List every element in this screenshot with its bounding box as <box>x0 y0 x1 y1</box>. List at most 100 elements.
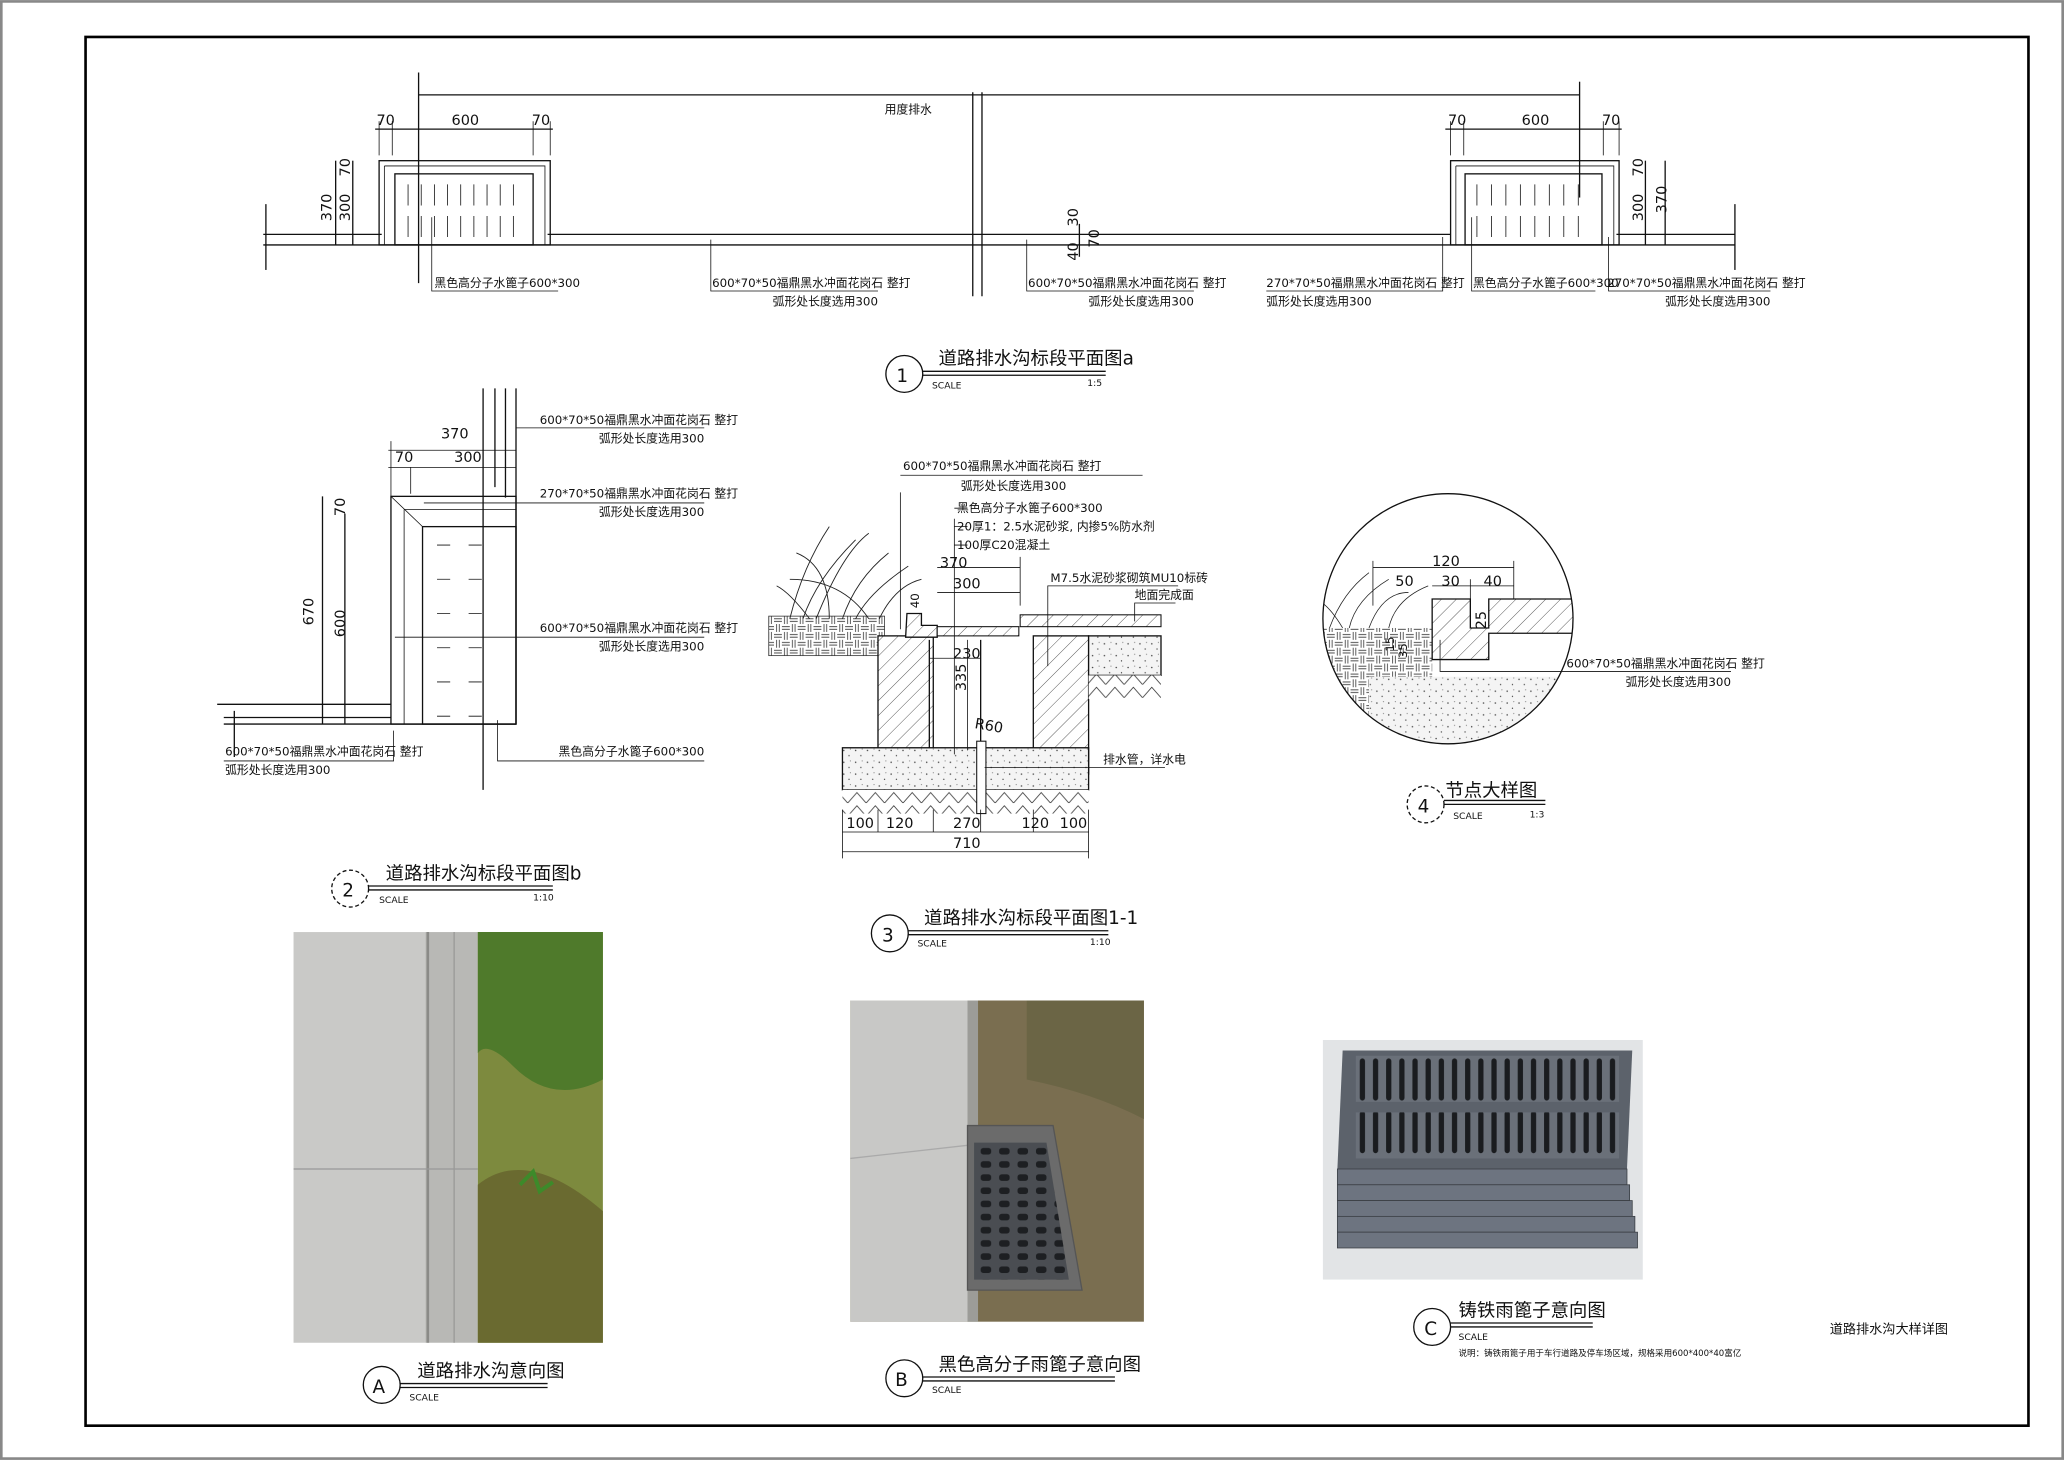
label: 600*70*50福鼎黑水冲面花岗石 整打 <box>1566 656 1765 670</box>
photo-c-cast-iron-grate <box>1322 1039 1643 1280</box>
dim: 70 <box>1602 113 1620 129</box>
dim: 50 <box>1395 574 1413 590</box>
label: 黑色高分子水篦子600*300 <box>957 501 1103 515</box>
label: 弧形处长度选用300 <box>1626 675 1731 689</box>
dim: 100 <box>846 816 874 832</box>
grate-slots-left <box>407 184 514 238</box>
dim: 70 <box>1631 158 1647 176</box>
dim: 600 <box>333 610 349 638</box>
label: 270*70*50福鼎黑水冲面花岗石 整打 <box>1607 276 1806 290</box>
dim: 370 <box>1654 186 1670 214</box>
dim: 120 <box>886 816 914 832</box>
dim: 70 <box>1448 113 1466 129</box>
label: 270*70*50福鼎黑水冲面花岗石 整打 <box>1266 276 1465 290</box>
scale-label: SCALE <box>1458 1332 1488 1343</box>
dim: 70 <box>376 113 394 129</box>
label: 600*70*50福鼎黑水冲面花岗石 整打 <box>225 745 424 759</box>
label: 排水管，详水电 <box>1103 753 1186 767</box>
label: 黑色高分子水篦子600*300 <box>434 276 580 290</box>
dim: 70 <box>395 450 413 466</box>
photo-title: 黑色高分子雨篦子意向图 <box>939 1354 1141 1375</box>
scale-label: SCALE <box>932 1385 962 1396</box>
sheet-title: 道路排水沟大样详图 <box>1830 1322 1948 1338</box>
drawing-number: 1 <box>896 366 908 387</box>
label: 100厚C20混凝土 <box>957 538 1050 552</box>
dim: 300 <box>1631 194 1647 222</box>
photo-letter: C <box>1424 1319 1437 1340</box>
scale-value: 1:5 <box>1087 378 1102 389</box>
dim: 230 <box>953 646 981 662</box>
dim: 70 <box>1087 229 1103 247</box>
scale-label: SCALE <box>379 895 409 906</box>
dim: 710 <box>953 836 981 852</box>
grate-slots <box>437 544 482 717</box>
drawing-number: 4 <box>1418 796 1430 817</box>
scale-value: 1:10 <box>1090 937 1111 948</box>
dim: 120 <box>1432 554 1460 570</box>
photo-b-polymer-grate <box>850 1000 1144 1322</box>
dim: 670 <box>301 598 317 626</box>
dim: 600 <box>1522 113 1550 129</box>
grass-icon <box>776 526 922 620</box>
label: 600*70*50福鼎黑水冲面花岗石 整打 <box>540 413 739 427</box>
dim: 600 <box>452 113 480 129</box>
photo-letter: A <box>373 1377 386 1398</box>
scale-label: SCALE <box>1453 811 1483 822</box>
label: 弧形处长度选用300 <box>599 639 704 653</box>
drawing-4-detail: 120 50 30 40 25 15 35 600*70*50福鼎黑水冲面花岗石… <box>1322 493 1765 824</box>
sheet-border <box>84 35 2030 1427</box>
drawing-number-circle <box>885 354 924 394</box>
dim: 15 <box>1383 637 1397 652</box>
drawing-3-section: 600*70*50福鼎黑水冲面花岗石 整打 弧形处长度选用300 黑色高分子水篦… <box>768 459 1208 953</box>
label: 弧形处长度选用300 <box>225 763 330 777</box>
dim: 300 <box>953 576 981 592</box>
dim: 30 <box>1066 208 1082 226</box>
dim: 40 <box>1066 242 1082 260</box>
scale-value: 1:10 <box>533 892 554 903</box>
drawing-title: 道路排水沟标段平面图b <box>386 863 582 884</box>
label: 弧形处长度选用300 <box>1665 294 1770 308</box>
dim: 370 <box>320 194 336 222</box>
dim: 70 <box>532 113 550 129</box>
dim: 40 <box>908 593 922 608</box>
photo-title: 铸铁雨篦子意向图 <box>1458 1300 1605 1321</box>
dim: 270 <box>953 816 981 832</box>
label: 600*70*50福鼎黑水冲面花岗石 整打 <box>712 276 911 290</box>
label: 地面完成面 <box>1135 588 1194 602</box>
dim: R60 <box>973 716 1004 737</box>
grate-slots-right <box>1476 184 1579 238</box>
scale-label: SCALE <box>917 939 947 950</box>
label: 弧形处长度选用300 <box>773 294 878 308</box>
label: 弧形处长度选用300 <box>1089 294 1194 308</box>
label: 弧形处长度选用300 <box>599 431 704 445</box>
dim: 335 <box>954 664 970 692</box>
label: 弧形处长度选用300 <box>599 505 704 519</box>
label: 600*70*50福鼎黑水冲面花岗石 整打 <box>1028 276 1227 290</box>
label: 600*70*50福鼎黑水冲面花岗石 整打 <box>903 459 1102 473</box>
dim: 70 <box>338 158 354 176</box>
dim: 300 <box>338 194 354 222</box>
label: 黑色高分子水篦子600*300 <box>1473 276 1619 290</box>
label: 270*70*50福鼎黑水冲面花岗石 整打 <box>540 487 739 501</box>
label: 20厚1：2.5水泥砂浆, 内掺5%防水剂 <box>957 520 1155 534</box>
label: 弧形处长度选用300 <box>1266 294 1371 308</box>
dim: 300 <box>454 450 482 466</box>
label: M7.5水泥砂浆砌筑MU10标砖 <box>1050 571 1208 585</box>
scale-label: SCALE <box>932 380 962 391</box>
scale-value: 1:3 <box>1530 810 1545 821</box>
drawing-title: 道路排水沟标段平面图1-1 <box>924 908 1138 929</box>
dim: 70 <box>333 498 349 516</box>
drawing-1-plan-a: 用度排水 70 600 70 370 300 70 70 600 70 300 … <box>263 72 1806 394</box>
drawing-number: 2 <box>342 881 354 902</box>
dim: 40 <box>1484 574 1502 590</box>
dim: 25 <box>1474 611 1490 629</box>
drawing-number: 3 <box>882 925 894 946</box>
dim: 30 <box>1441 574 1459 590</box>
photo-a-drain-channel <box>293 932 603 1343</box>
drawing-2-plan-b: 670 600 70 370 70 300 600*70*50福鼎黑水冲面花岗石… <box>217 388 739 908</box>
photo-title: 道路排水沟意向图 <box>417 1361 564 1382</box>
label: 弧形处长度选用300 <box>961 479 1066 493</box>
top-note: 用度排水 <box>885 102 932 116</box>
label: 黑色高分子水篦子600*300 <box>559 745 705 759</box>
